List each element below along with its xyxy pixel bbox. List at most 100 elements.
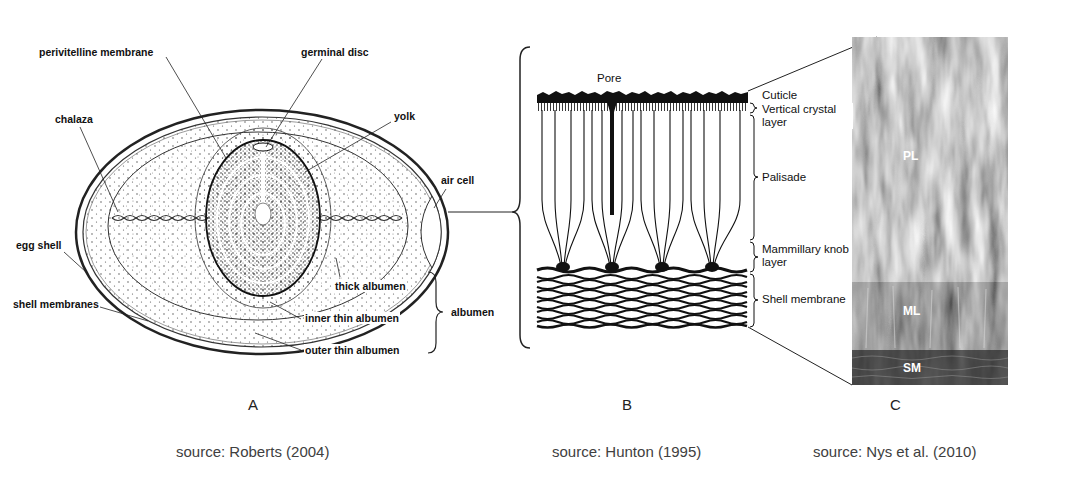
leader-lines [64,57,446,350]
cuticle-band [537,91,748,103]
palisade-column [704,110,711,266]
panel-letter: C [890,396,901,413]
palisade-column [691,110,710,266]
latebra-neck [261,152,265,210]
inner-thin-albumen-outline [195,128,331,308]
sem-texture [852,37,1008,385]
palisade-column [664,110,683,266]
image-label: ML [903,305,920,319]
layer-label: Vertical crystal layer [761,103,853,129]
chalaza-strand [318,216,402,221]
leader-line [336,258,340,277]
membrane-fibers [852,356,1008,379]
leader-line [434,189,446,208]
section-bracket [512,47,530,348]
part-label: chalaza [54,113,94,125]
leader-line [266,59,322,147]
palisade-column [654,110,661,266]
leader-line [80,127,118,212]
palisade-column [542,110,561,266]
group-label: albumen [450,306,495,318]
column-edge [893,286,895,348]
leader-line [255,333,301,350]
layer-brace [750,242,758,272]
part-label: yolk [393,110,416,122]
pore-channel [605,95,619,215]
palisade-column [663,110,670,266]
shell-structure-illustration [537,91,748,328]
membrane-fiber [537,325,747,328]
yolk-body [206,140,320,296]
palisade-column [565,110,584,266]
column-edge [958,287,960,348]
vertical-crystal-layer [537,103,748,111]
part-label: perivitelline membrane [38,46,154,58]
mammillary-columns [866,286,986,348]
membrane-fiber [537,305,747,309]
membrane-fiber [537,310,747,314]
sem-micrograph [852,37,1008,385]
thick-albumen-outline [108,132,408,320]
egg-illustration [76,110,448,354]
zoom-line [448,212,512,213]
palisade-column [555,110,562,266]
membrane-fiber [537,300,747,304]
air-cell-shape [421,196,441,268]
membrane-fiber [537,285,747,289]
layer-label: Cuticle [761,89,798,102]
chalaza-strand [112,216,208,221]
palisade-column [592,110,610,266]
part-label: shell membranes [12,298,100,310]
part-label: egg shell [15,239,63,251]
column-edge [984,289,986,348]
layer-braces [750,103,758,327]
membrane-fiber [537,280,747,284]
panel-letter: B [622,396,632,413]
germinal-disc-shape [253,143,273,151]
membrane-fiber [537,275,747,279]
layer-label: Shell membrane [761,293,847,306]
membrane-fiber [537,290,747,294]
layer-label: Palisade [761,171,807,184]
palisade-column [641,110,660,266]
part-label: air cell [440,174,475,186]
albumen-brace [428,272,443,353]
palisade-zone-tone [852,37,1008,282]
layer-label: Mammillary knob layer [761,243,851,269]
layer-brace [750,115,758,240]
leader-line [270,302,301,319]
shell-membrane-outline [83,117,441,347]
palisade-column [602,110,611,266]
source-note: source: Nys et al. (2010) [813,443,976,460]
chalaza-strand [112,216,208,221]
leader-line [305,122,391,172]
chalaza-strand [318,216,402,221]
part-label: outer thin albumen [304,344,401,356]
inner-shell-membrane [86,120,438,344]
column-edge [930,290,932,348]
source-note: source: Hunton (1995) [552,443,701,460]
layer-brace [750,274,758,327]
leader-line [64,252,86,272]
part-label: inner thin albumen [304,312,400,324]
membrane-zone-tone [852,350,1008,385]
zoom-line [748,327,852,385]
latebra-center [255,203,271,225]
palisade-column [613,110,622,266]
part-label: germinal disc [300,46,370,58]
palisade-column [714,110,740,266]
palisade-column [614,110,633,266]
leader-line [166,57,226,158]
membrane-fiber [537,315,747,319]
panel-letter: A [248,396,258,413]
source-note: source: Roberts (2004) [176,443,329,460]
layer-label: Pore [596,72,622,85]
part-label: thick albumen [334,280,407,292]
palisade-column [713,110,720,266]
column-edge [866,288,868,348]
mammillary-layer-line [537,268,747,272]
egg-shell-outline [76,110,448,354]
mammillary-zone-tone [852,282,1008,350]
